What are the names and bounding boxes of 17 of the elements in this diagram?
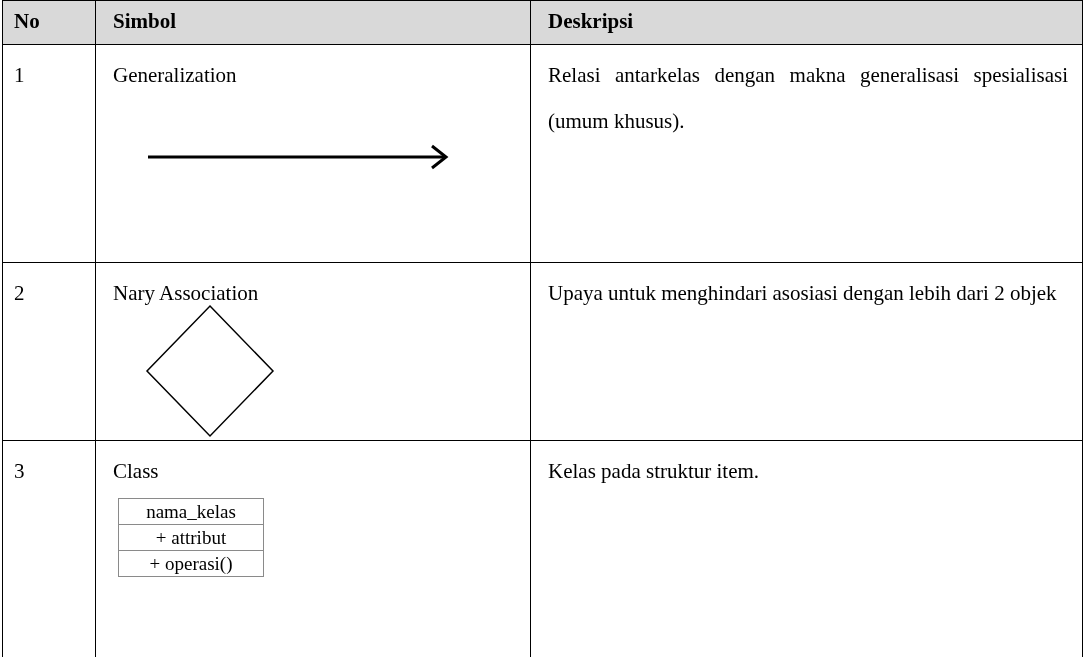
header-cell: No bbox=[3, 1, 96, 45]
row-number: 2 bbox=[14, 280, 26, 307]
class-attribute: + attribut bbox=[119, 524, 263, 550]
description: Relasi antarkelas dengan makna generalisasi spesialisasi (umum khusus). bbox=[548, 62, 1068, 135]
symbol-name: Class bbox=[113, 458, 160, 485]
class-operation: + operasi() bbox=[119, 550, 263, 576]
symbol-name: Generalization bbox=[113, 62, 238, 89]
symbol-name: Nary Association bbox=[113, 280, 260, 307]
description: Upaya untuk menghindari asosiasi dengan lebih dari 2 objek bbox=[548, 280, 1058, 307]
diamond-symbol bbox=[145, 304, 275, 438]
header-cell: Deskripsi bbox=[531, 1, 1083, 45]
row-number: 1 bbox=[14, 62, 26, 89]
class-name: nama_kelas bbox=[145, 500, 237, 524]
description: Kelas pada struktur item. bbox=[548, 458, 761, 485]
class-box bbox=[118, 498, 264, 577]
header-cell: Simbol bbox=[96, 1, 531, 45]
row-number: 3 bbox=[14, 458, 26, 485]
